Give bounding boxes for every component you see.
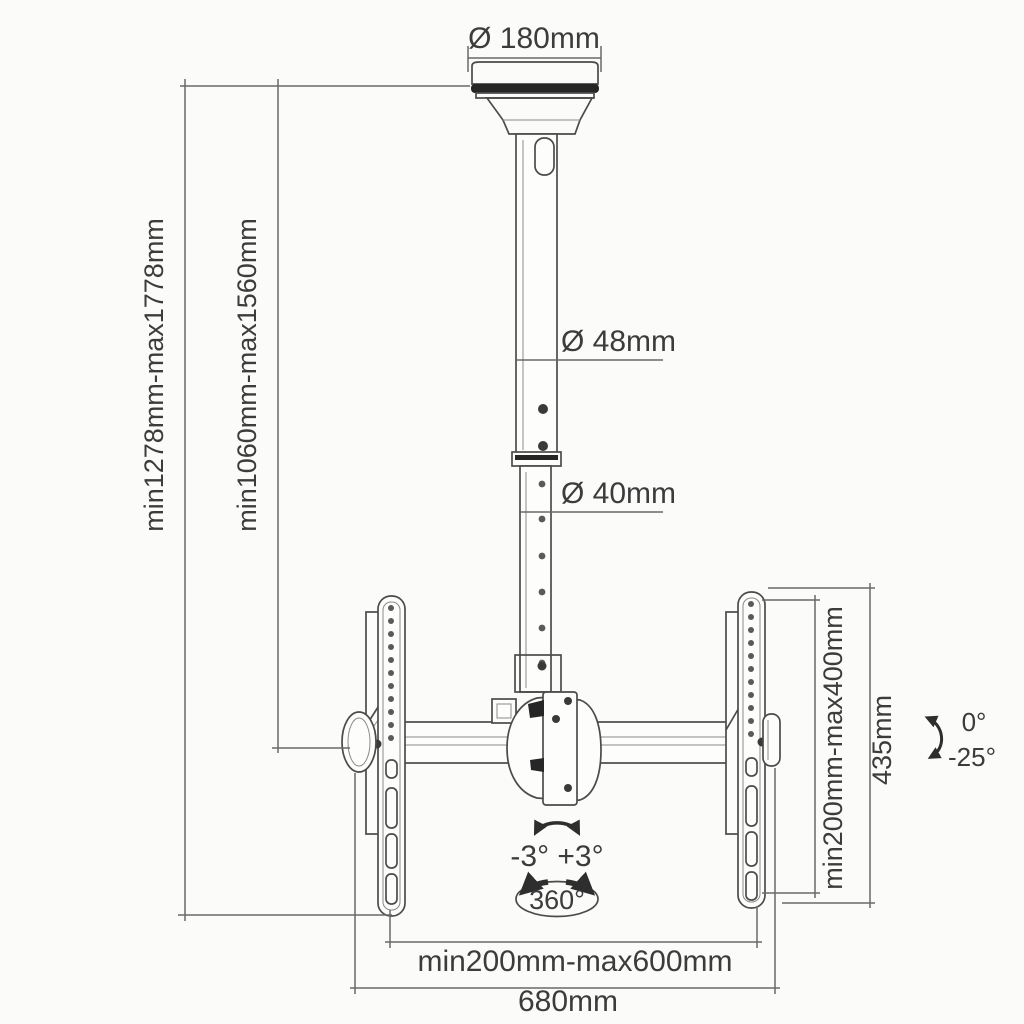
label-tilt-up-angle: 0° xyxy=(962,707,987,737)
labels: Ø 180mm min1278mm-max1778mm min1060mm-ma… xyxy=(139,22,996,1018)
label-bracket-height: 435mm xyxy=(867,695,897,785)
dimension-lines xyxy=(178,46,875,994)
rail-slots xyxy=(745,757,758,901)
left-arm-knob xyxy=(341,711,382,773)
hub-side-tab xyxy=(491,698,517,724)
tilt-range-arc-icon xyxy=(924,715,943,759)
center-swivel-hub xyxy=(491,654,602,806)
label-drop-to-arm-height: min1060mm-max1560mm xyxy=(232,218,262,532)
label-swivel-range: -3° +3° xyxy=(510,840,603,873)
dim-ceiling-diameter xyxy=(467,46,602,72)
ceiling-plate xyxy=(471,61,599,135)
cable-slot xyxy=(534,137,555,176)
rail-holes xyxy=(748,601,754,737)
hub-center-block xyxy=(542,691,578,806)
label-vesa-horizontal-range: min200mm-max600mm xyxy=(417,945,732,978)
rail-slots xyxy=(385,759,398,905)
label-vesa-vertical-range: min200mm-max400mm xyxy=(818,606,848,890)
label-arm-overall-width: 680mm xyxy=(518,985,618,1018)
label-lower-pole-diameter: Ø 40mm xyxy=(561,477,676,510)
left-vesa-rail xyxy=(361,595,406,917)
telescopic-pole xyxy=(511,133,562,693)
label-ceiling-plate-diameter: Ø 180mm xyxy=(468,22,600,55)
rotation-360-icon xyxy=(515,871,599,918)
right-arm-cap xyxy=(757,713,781,767)
label-overall-drop-height: min1278mm-max1778mm xyxy=(139,218,169,532)
hub-left-barrel-plate xyxy=(506,696,550,800)
label-upper-pole-diameter: Ø 48mm xyxy=(561,325,676,358)
pole-mount-plate xyxy=(514,654,562,693)
swivel-range-arc-icon xyxy=(533,819,581,836)
label-rotation: 360° xyxy=(529,885,585,915)
right-vesa-rail xyxy=(725,591,766,909)
rail-holes xyxy=(388,605,394,741)
label-tilt-down-angle: -25° xyxy=(948,742,996,772)
